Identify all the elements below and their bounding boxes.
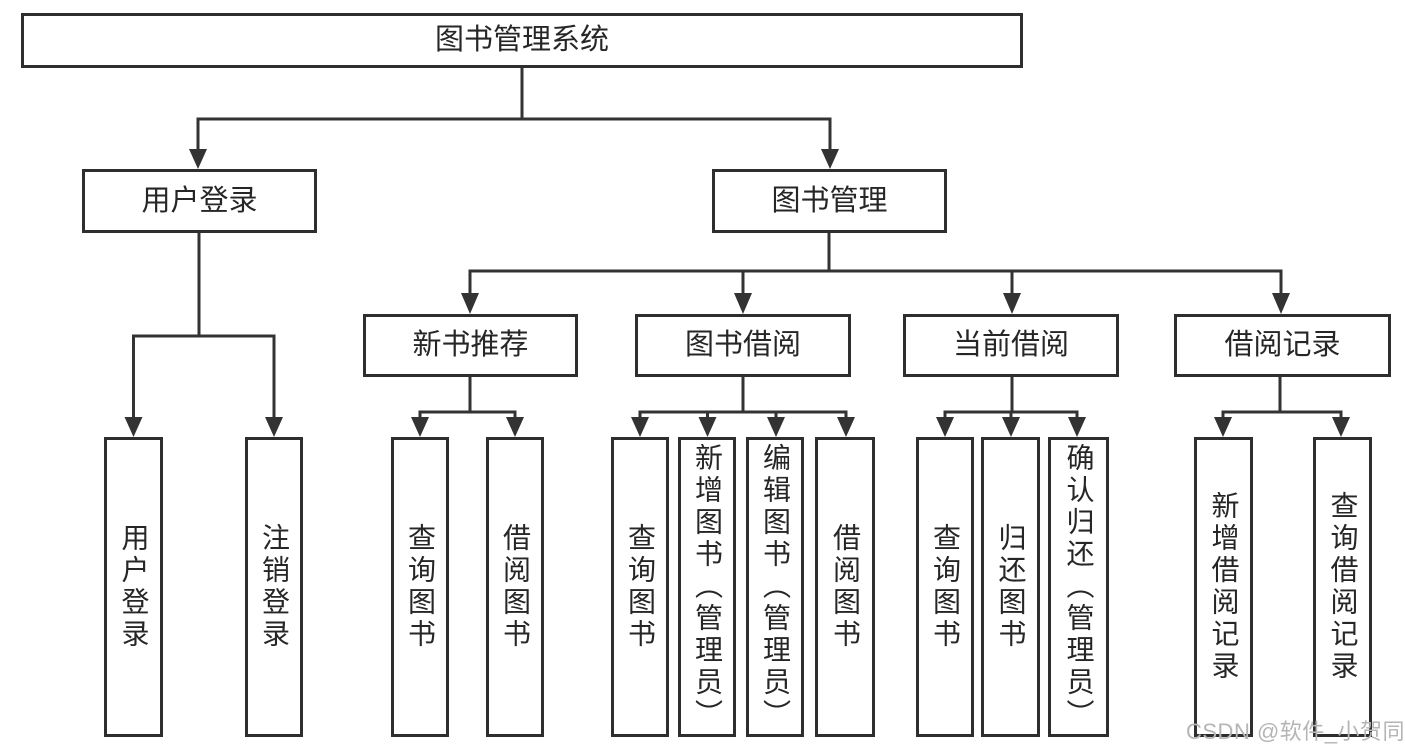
leaf-recommend-query-books-label: 查询图书 [405, 523, 436, 651]
leaf-current-confirm-return-admin-label: 确认归还（管理员） [1063, 443, 1095, 731]
leaf-borrowing-edit-books-admin-label: 编辑图书（管理员） [760, 443, 791, 731]
leaf-records-query-borrow-record: 查询借阅记录 [1313, 437, 1372, 737]
leaf-borrowing-add-books-admin-label: 新增图书（管理员） [692, 443, 723, 731]
node-book-management: 图书管理 [712, 169, 947, 233]
leaf-borrowing-edit-books-admin: 编辑图书（管理员） [746, 437, 804, 737]
leaf-recommend-query-books: 查询图书 [391, 437, 449, 737]
node-root-label: 图书管理系统 [434, 24, 609, 56]
leaf-recommend-borrow-books-label: 借阅图书 [500, 523, 531, 651]
node-user-login: 用户登录 [82, 169, 317, 233]
node-current-borrowing: 当前借阅 [903, 314, 1119, 377]
leaf-current-return-books-label: 归还图书 [995, 523, 1027, 651]
leaf-recommend-borrow-books: 借阅图书 [486, 437, 544, 737]
connector-user-login-to-leaves [124, 231, 283, 437]
leaf-current-confirm-return-admin: 确认归还（管理员） [1048, 437, 1109, 737]
leaf-records-add-borrow-record: 新增借阅记录 [1194, 437, 1253, 737]
connector-borrowing-records-to-leaves [1214, 375, 1350, 437]
leaf-user-login: 用户登录 [104, 437, 163, 737]
leaf-current-return-books: 归还图书 [981, 437, 1040, 737]
connector-new-book-recommend-to-leaves [411, 375, 524, 437]
connector-book-management-to-level3 [461, 231, 1290, 314]
node-root: 图书管理系统 [21, 13, 1023, 68]
node-current-borrowing-label: 当前借阅 [952, 329, 1069, 361]
leaf-borrowing-borrow-books-label: 借阅图书 [830, 523, 861, 651]
connector-root-to-level2 [189, 66, 839, 169]
leaf-current-query-books-label: 查询图书 [930, 523, 961, 651]
node-borrowing-records: 借阅记录 [1174, 314, 1391, 377]
leaf-logout: 注销登录 [245, 437, 303, 737]
node-borrowing-records-label: 借阅记录 [1224, 329, 1341, 361]
node-book-borrowing: 图书借阅 [635, 314, 851, 377]
csdn-watermark: CSDN @软件_小贺同学 [1186, 719, 1405, 744]
leaf-user-login-label: 用户登录 [118, 523, 150, 651]
node-user-login-label: 用户登录 [141, 184, 258, 217]
node-book-borrowing-label: 图书借阅 [684, 329, 801, 361]
node-new-book-recommend-label: 新书推荐 [412, 329, 529, 361]
leaf-borrowing-borrow-books: 借阅图书 [815, 437, 875, 737]
leaf-borrowing-query-books-label: 查询图书 [625, 523, 656, 651]
node-new-book-recommend: 新书推荐 [363, 314, 578, 377]
connector-current-borrowing-to-leaves [936, 375, 1086, 437]
leaf-current-query-books: 查询图书 [916, 437, 974, 737]
leaf-borrowing-add-books-admin: 新增图书（管理员） [678, 437, 736, 737]
node-book-management-label: 图书管理 [771, 184, 888, 217]
leaf-borrowing-query-books: 查询图书 [611, 437, 669, 737]
connector-book-borrowing-to-leaves [631, 375, 855, 437]
leaf-logout-label: 注销登录 [259, 523, 290, 651]
leaf-records-add-borrow-record-label: 新增借阅记录 [1208, 491, 1240, 683]
leaf-records-query-borrow-record-label: 查询借阅记录 [1327, 491, 1359, 683]
